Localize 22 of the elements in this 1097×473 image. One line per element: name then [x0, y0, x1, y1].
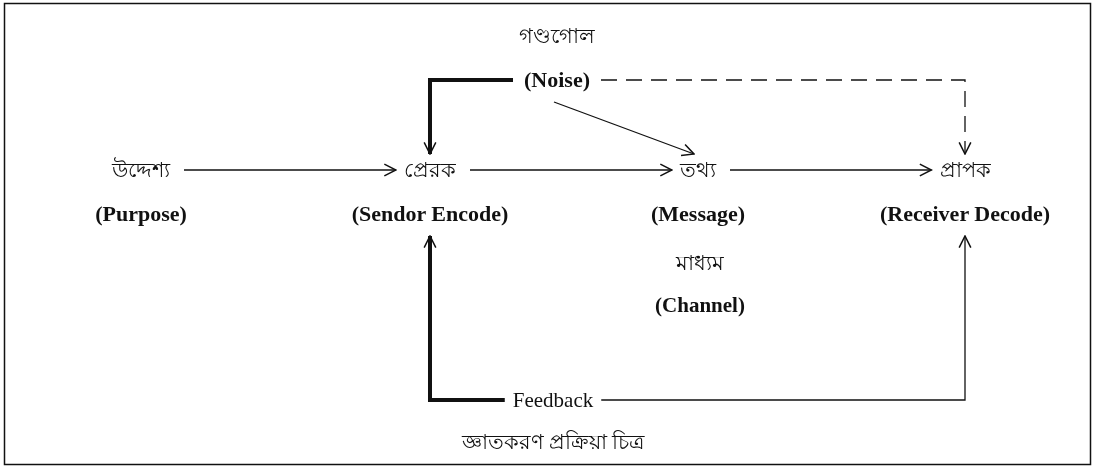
translation-text: (Message) — [650, 200, 746, 228]
translation-text: (Sendor Encode) — [351, 200, 509, 228]
translation-text: (Purpose) — [95, 200, 187, 228]
caption: জ্ঞাতকরণ প্রক্রিয়া চিত্র — [461, 429, 645, 456]
arrow — [423, 235, 505, 402]
term-text: তথ্য — [678, 157, 718, 184]
term-text: প্রেরক — [403, 157, 457, 184]
term-text: গণ্ডগোল — [519, 23, 595, 50]
arrow — [600, 79, 972, 155]
term-text: উদ্দেশ্য — [110, 156, 172, 184]
arrow — [423, 78, 513, 155]
translation-text: (Noise) — [523, 66, 591, 94]
channel-text: (Channel) — [655, 292, 745, 319]
arrow — [469, 163, 673, 177]
arrow — [729, 163, 933, 177]
translation-text: (Receiver Decode) — [880, 200, 1050, 228]
term-text: Feedback — [512, 387, 594, 414]
term-text: প্রাপক — [938, 157, 992, 184]
channel-text: মাধ্যম — [676, 250, 724, 277]
arrow — [600, 235, 972, 401]
arrow — [183, 163, 397, 177]
arrow — [553, 101, 695, 157]
